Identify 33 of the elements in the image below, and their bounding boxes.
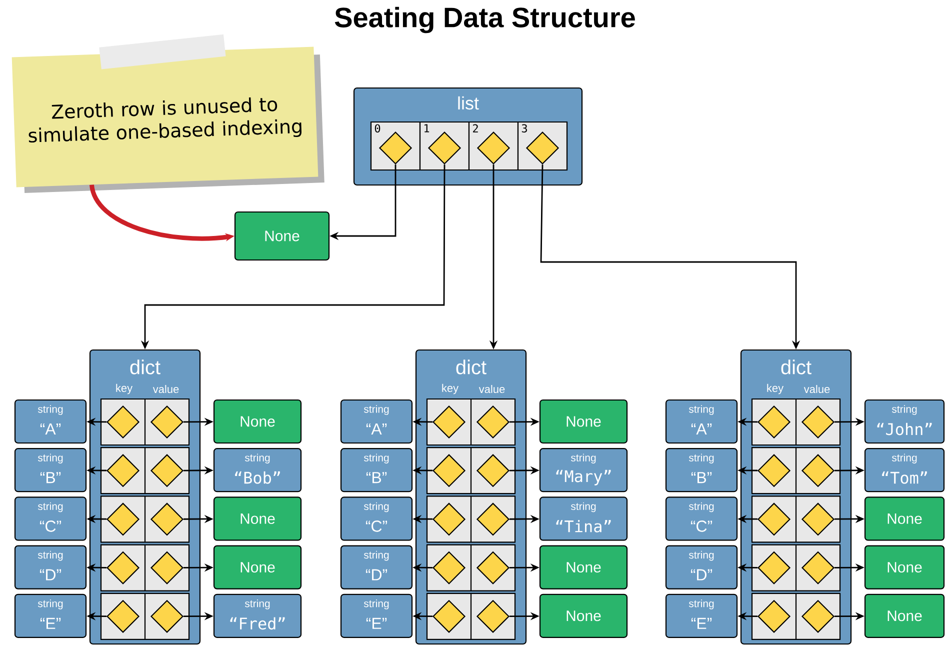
string-box: string “E” (665, 594, 738, 638)
string-box: string “Tina” (539, 496, 628, 541)
none-box: None (864, 594, 945, 638)
none-box: None (539, 399, 628, 444)
string-box: string “B” (14, 448, 87, 492)
string-box: string “E” (340, 594, 413, 638)
string-box: string “D” (340, 545, 413, 590)
none-box: None (213, 545, 302, 590)
string-box: string “Mary” (539, 448, 628, 492)
none-box: None (213, 496, 302, 541)
string-box: string “B” (665, 448, 738, 492)
none-box: None (864, 496, 945, 541)
string-box: string “C” (665, 496, 738, 541)
none-box: None (539, 545, 628, 590)
none-box: None (234, 211, 330, 261)
string-box: string “E” (14, 594, 87, 638)
string-box: string “A” (340, 399, 413, 444)
string-box: string “Bob” (213, 448, 302, 492)
none-box: None (539, 594, 628, 638)
sticky-note: Zeroth row is unused to simulate one-based indexing (12, 34, 324, 193)
string-box: string “John” (864, 399, 945, 444)
string-box: string “B” (340, 448, 413, 492)
string-box: string “C” (340, 496, 413, 541)
none-box: None (864, 545, 945, 590)
title: Seating Data Structure (334, 6, 635, 34)
string-box: string “C” (14, 496, 87, 541)
string-box: string “Tom” (864, 448, 945, 492)
string-box: string “A” (14, 399, 87, 444)
string-box: string “A” (665, 399, 738, 444)
none-box: None (213, 399, 302, 444)
string-box: string “Fred” (213, 594, 302, 638)
string-box: string “D” (665, 545, 738, 590)
string-box: string “D” (14, 545, 87, 590)
